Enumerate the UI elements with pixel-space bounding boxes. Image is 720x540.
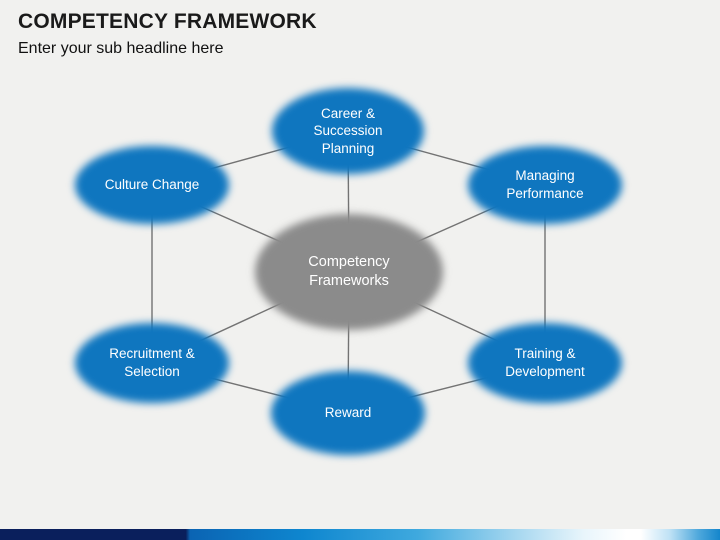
node-ellipse — [255, 214, 443, 330]
node-label: Culture Change — [104, 177, 200, 193]
slide-header: COMPETENCY FRAMEWORK Enter your sub head… — [18, 10, 317, 58]
node-managing-performance: Managing Performance — [468, 146, 622, 224]
node-ellipse — [271, 371, 425, 455]
node-label: Training & Development — [505, 346, 585, 379]
node-recruitment-selection: Recruitment & Selection — [75, 323, 229, 403]
node-training-development: Training & Development — [468, 323, 622, 403]
node-ellipse — [272, 88, 424, 174]
footer-accent-bar — [0, 529, 720, 540]
node-ellipse — [75, 323, 229, 403]
page-subtitle: Enter your sub headline here — [18, 40, 224, 57]
node-label: Reward — [324, 405, 372, 421]
page-title: COMPETENCY FRAMEWORK — [18, 10, 317, 33]
node-label: Managing Performance — [506, 168, 584, 201]
node-label: Recruitment & Selection — [109, 346, 195, 379]
node-label: Career & Succession Planning — [313, 105, 383, 156]
node-culture-change: Culture Change — [75, 146, 229, 224]
node-ellipse — [468, 323, 622, 403]
node-career-succession-planning: Career & Succession Planning — [272, 88, 424, 174]
node-label: Competency Frameworks — [308, 254, 390, 289]
node-ellipse — [468, 146, 622, 224]
node-ellipse — [75, 146, 229, 224]
node-competency-frameworks: Competency Frameworks — [255, 214, 443, 330]
node-reward: Reward — [271, 371, 425, 455]
